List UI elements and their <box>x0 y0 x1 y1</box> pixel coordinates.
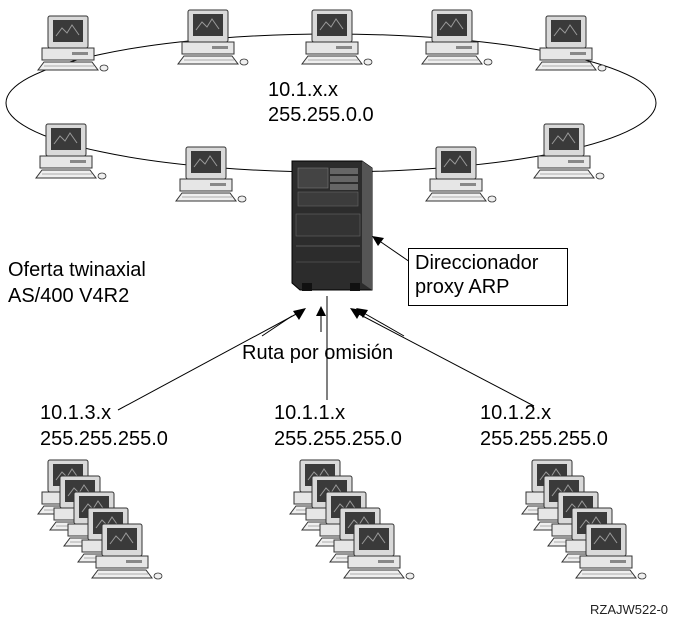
subnet-right-network: 10.1.2.x <box>480 402 552 424</box>
ring-pc-icon <box>35 123 107 180</box>
router-label-line1: Direccionador <box>415 252 539 274</box>
as400-server-icon <box>291 160 373 291</box>
ring-pc-icon <box>37 15 109 72</box>
subnet-left-mask: 255.255.255.0 <box>40 428 168 450</box>
ring-pc-icon <box>533 123 605 180</box>
router-label-line2: proxy ARP <box>415 276 510 298</box>
router-pointer-arrow <box>372 236 411 263</box>
subnet-link-center <box>316 296 328 400</box>
figure-id: RZAJW522-0 <box>590 602 669 617</box>
subnet-center-mask: 255.255.255.0 <box>274 428 402 450</box>
subnet-cluster-center <box>289 459 415 580</box>
default-route-label: Ruta por omisión <box>242 342 394 364</box>
subnet-center-network: 10.1.1.x <box>274 402 346 424</box>
proxy-arp-router-box: Direccionador proxy ARP <box>408 248 568 306</box>
offer-label-line1: Oferta twinaxial <box>8 259 146 281</box>
subnet-cluster-left <box>37 459 163 580</box>
ring-pc-icon <box>421 9 493 66</box>
default-route-arrow <box>261 308 405 337</box>
offer-label-line2: AS/400 V4R2 <box>8 285 130 307</box>
subnet-left-network: 10.1.3.x <box>40 402 112 424</box>
subnet-cluster-right <box>521 459 647 580</box>
ring-pc-icon <box>175 146 247 203</box>
ring-pc-icon <box>177 9 249 66</box>
ring-pc-icon <box>301 9 373 66</box>
ring-mask-label: 255.255.0.0 <box>268 104 374 126</box>
ring-network-label: 10.1.x.x <box>268 79 339 101</box>
ring-pc-icon <box>425 146 497 203</box>
subnet-right-mask: 255.255.255.0 <box>480 428 608 450</box>
subnet-link-left <box>117 308 306 411</box>
